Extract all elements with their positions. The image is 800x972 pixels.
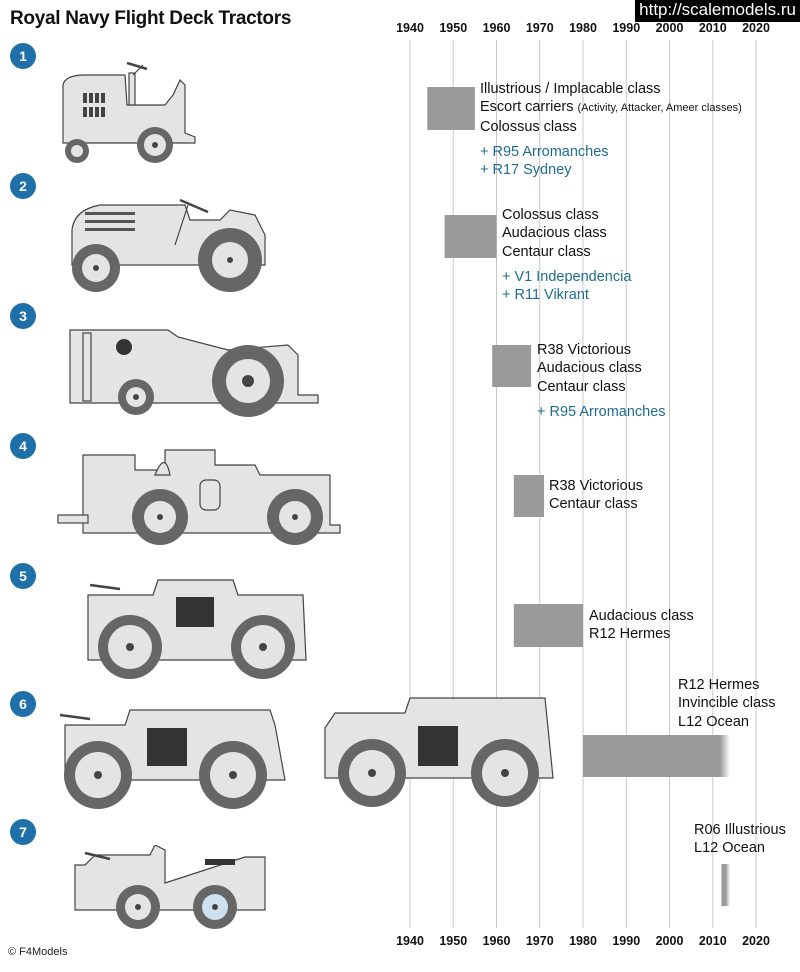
x-tick-top-2020: 2020 <box>742 21 770 35</box>
x-tick-bottom-1990: 1990 <box>612 934 640 948</box>
x-tick-top-2010: 2010 <box>699 21 727 35</box>
row-6-line-3: L12 Ocean <box>678 713 749 730</box>
x-tick-bottom-2010: 2010 <box>699 934 727 948</box>
row-1-addition-2: + R17 Sydney <box>480 162 572 179</box>
row-badge-7: 7 <box>10 819 36 845</box>
row-badge-6: 6 <box>10 691 36 717</box>
row-3-labels: R38 Victorious Audacious class Centaur c… <box>537 341 666 421</box>
row-1-labels: Illustrious / Implacable class Escort ca… <box>480 80 742 179</box>
x-tick-top-2000: 2000 <box>656 21 684 35</box>
source-watermark: http://scalemodels.ru <box>635 0 800 22</box>
row-1-line-3: Colossus class <box>480 118 577 135</box>
row-4-line-1: R38 Victorious <box>549 478 644 494</box>
row-2-line-1: Colossus class <box>502 207 599 223</box>
bar-row-2 <box>444 215 497 258</box>
row-badge-1: 1 <box>10 43 36 69</box>
x-tick-bottom-1980: 1980 <box>569 934 597 948</box>
bar-row-1 <box>427 87 475 130</box>
row-5-line-2: R12 Hermes <box>589 626 671 643</box>
tractor-6b-icon <box>324 697 554 807</box>
row-1-line-2: Escort carriers (Activity, Attacker, Ame… <box>480 98 742 117</box>
row-5-line-1: Audacious class <box>589 608 694 624</box>
tractor-2-icon <box>71 198 266 292</box>
row-4-line-2: Centaur class <box>549 496 638 513</box>
row-7-labels: R06 Illustrious L12 Ocean <box>694 821 786 858</box>
x-tick-bottom-1960: 1960 <box>483 934 511 948</box>
row-2-labels: Colossus class Audacious class Centaur c… <box>502 206 631 304</box>
row-7-line-2: L12 Ocean <box>694 840 765 857</box>
row-3-line-2: Audacious class <box>537 360 642 377</box>
chart-title: Royal Navy Flight Deck Tractors <box>10 8 292 29</box>
row-7-line-1: R06 Illustrious <box>694 822 786 838</box>
tractor-4-icon <box>57 449 341 545</box>
tractor-3-icon <box>69 329 319 417</box>
grid-lines <box>409 40 757 928</box>
x-tick-bottom-1950: 1950 <box>439 934 467 948</box>
bar-row-6 <box>583 735 731 777</box>
row-1-line-1: Illustrious / Implacable class <box>480 81 661 97</box>
x-tick-top-1950: 1950 <box>439 21 467 35</box>
tractor-1-icon <box>62 61 196 163</box>
row-1-line-2-note: (Activity, Attacker, Ameer classes) <box>577 102 742 115</box>
row-3-addition-1: + R95 Arromanches <box>537 403 666 420</box>
row-5-labels: Audacious class R12 Hermes <box>589 607 694 644</box>
bars <box>427 87 731 906</box>
x-tick-bottom-1970: 1970 <box>526 934 554 948</box>
row-4-labels: R38 Victorious Centaur class <box>549 477 643 514</box>
row-2-line-3: Centaur class <box>502 243 591 260</box>
row-2-addition-2: + R11 Vikrant <box>502 287 589 304</box>
row-badge-4: 4 <box>10 433 36 459</box>
row-1-line-2-text: Escort carriers <box>480 99 574 116</box>
tractor-6a-icon <box>59 709 286 809</box>
bar-row-4 <box>513 475 545 517</box>
row-6-line-1: R12 Hermes <box>678 677 760 693</box>
row-3-line-1: R38 Victorious <box>537 342 632 358</box>
row-2-line-2: Audacious class <box>502 225 607 242</box>
bar-row-5 <box>513 604 583 647</box>
x-tick-top-1980: 1980 <box>569 21 597 35</box>
x-tick-top-1940: 1940 <box>396 21 424 35</box>
tractor-5-icon <box>87 579 307 679</box>
row-badge-3: 3 <box>10 303 36 329</box>
x-axis-bottom: 1940 1950 1960 1970 1980 1990 2000 2010 2020 <box>396 934 770 948</box>
row-1-addition-1: + R95 Arromanches <box>480 143 609 160</box>
x-tick-top-1970: 1970 <box>526 21 554 35</box>
row-6-labels: R12 Hermes Invincible class L12 Ocean <box>678 676 776 731</box>
row-3-line-3: Centaur class <box>537 378 626 395</box>
row-2-addition-1: + V1 Independencia <box>502 268 632 285</box>
x-tick-bottom-1940: 1940 <box>396 934 424 948</box>
x-axis-top: 1940 1950 1960 1970 1980 1990 2000 2010 2020 <box>396 21 770 35</box>
x-tick-top-1990: 1990 <box>612 21 640 35</box>
bar-row-3 <box>492 345 532 387</box>
bar-row-7 <box>721 864 731 906</box>
copyright-notice: © F4Models <box>8 946 68 958</box>
tractor-7-icon <box>74 845 266 929</box>
x-tick-bottom-2000: 2000 <box>656 934 684 948</box>
row-badge-2: 2 <box>10 173 36 199</box>
row-6-line-2: Invincible class <box>678 695 776 712</box>
x-tick-bottom-2020: 2020 <box>742 934 770 948</box>
x-tick-top-1960: 1960 <box>483 21 511 35</box>
row-badge-5: 5 <box>10 563 36 589</box>
